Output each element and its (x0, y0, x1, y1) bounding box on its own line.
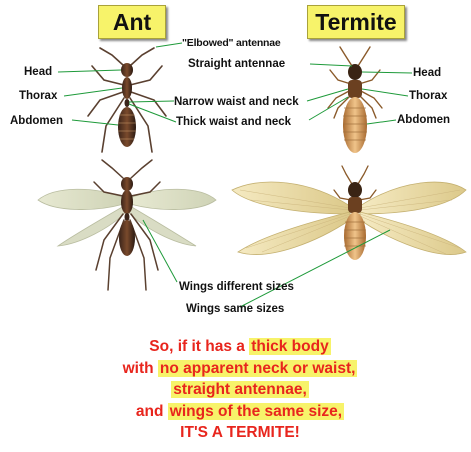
highlight-no-neck: no apparent neck or waist, (158, 360, 358, 377)
winged-ant-figure (38, 160, 216, 290)
summary-line-4: and wings of the same size, (40, 401, 440, 423)
ant-head-shape (121, 63, 133, 77)
ant-title: Ant (98, 5, 166, 39)
label-wings-same: Wings same sizes (186, 302, 284, 316)
label-elbowed-antennae: "Elbowed" antennae (182, 36, 281, 50)
termite-figure (328, 47, 382, 153)
summary-text: So, if it has a thick body with no appar… (40, 336, 440, 444)
label-narrow-waist: Narrow waist and neck (174, 95, 299, 109)
label-thick-waist: Thick waist and neck (176, 115, 291, 129)
highlight-same-wings: wings of the same size, (168, 403, 344, 420)
summary-conclusion: IT'S A TERMITE! (40, 422, 440, 444)
highlight-straight-antennae: straight antennae, (171, 381, 309, 398)
highlight-thick-body: thick body (249, 338, 331, 355)
label-wings-different: Wings different sizes (179, 280, 294, 294)
summary-line-2: with no apparent neck or waist, (40, 358, 440, 380)
label-ant-abdomen: Abdomen (10, 114, 63, 128)
summary-line-3: straight antennae, (40, 379, 440, 401)
summary-line-1: So, if it has a thick body (40, 336, 440, 358)
winged-termite-figure (232, 166, 466, 260)
label-termite-abdomen: Abdomen (397, 113, 450, 127)
label-termite-thorax: Thorax (409, 89, 447, 103)
label-ant-head: Head (24, 65, 52, 79)
ant-thorax-shape (122, 77, 132, 99)
ant-abdomen-shape (118, 107, 136, 147)
termite-abdomen-shape (343, 97, 367, 153)
termite-title: Termite (307, 5, 405, 39)
label-ant-thorax: Thorax (19, 89, 57, 103)
label-straight-antennae: Straight antennae (188, 57, 285, 71)
label-termite-head: Head (413, 66, 441, 80)
ant-figure (88, 48, 166, 152)
